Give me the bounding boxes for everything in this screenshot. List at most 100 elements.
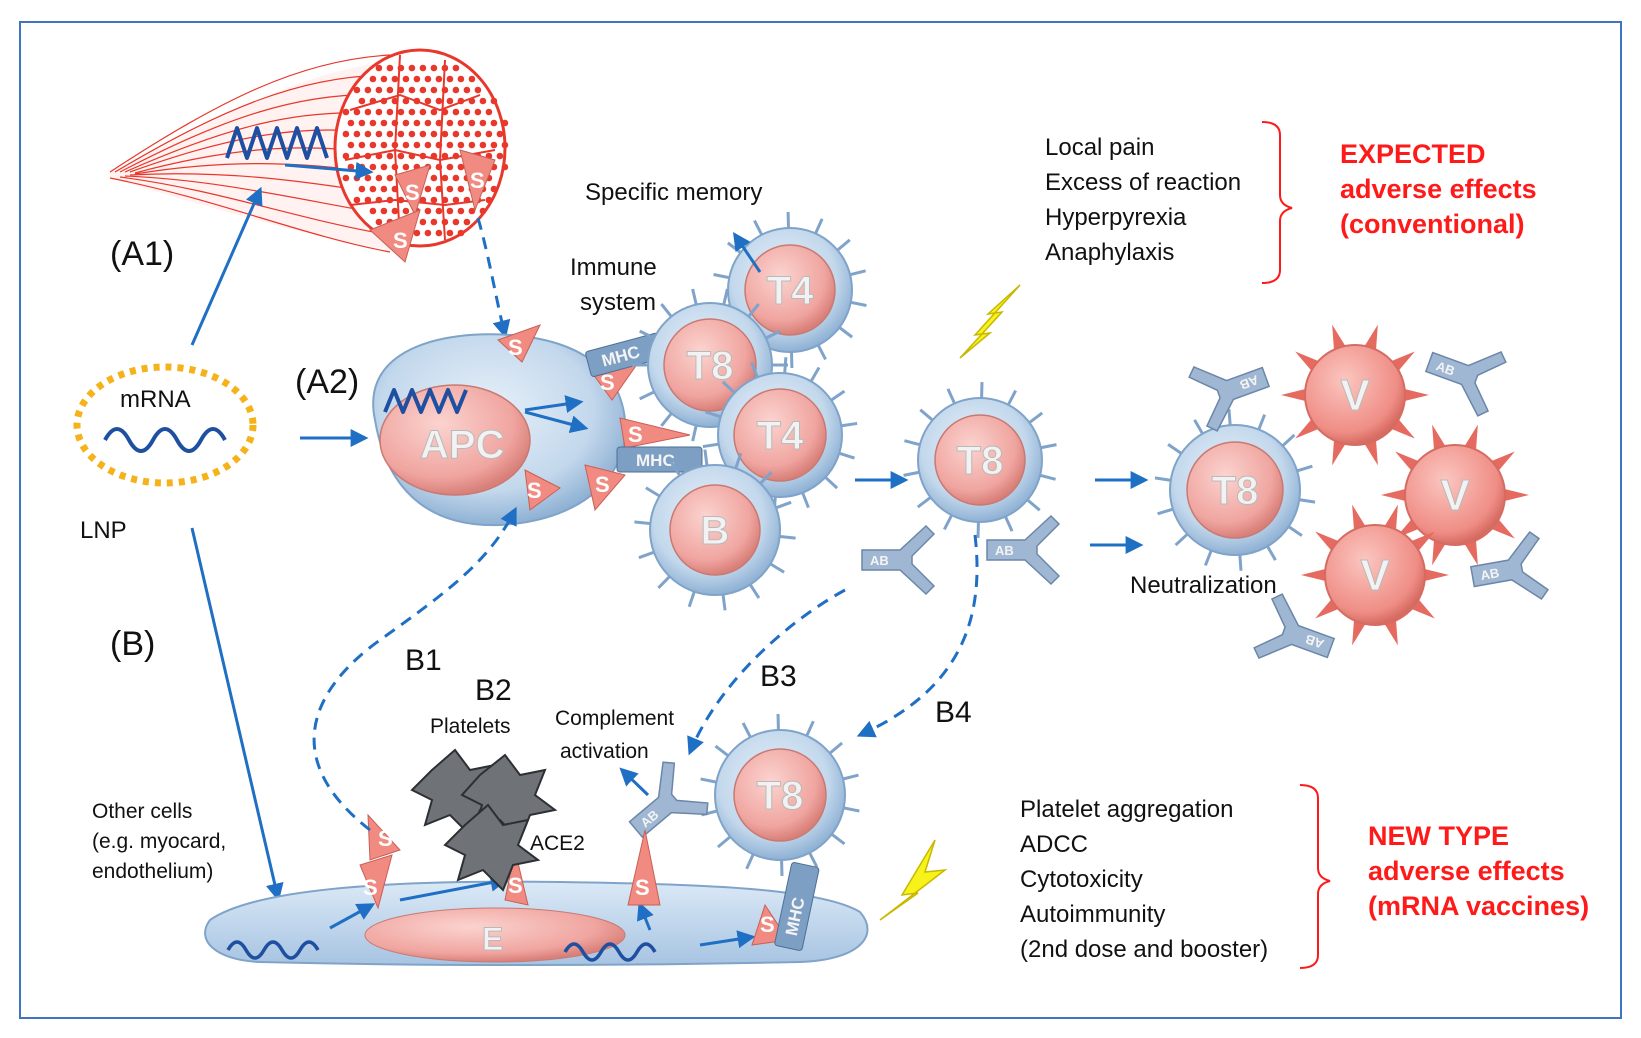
antibody-top-left: AB bbox=[1188, 365, 1271, 432]
spike-protein-group-muscle: S S S bbox=[369, 149, 496, 263]
spike-protein-group-apc: S S S S S bbox=[497, 324, 691, 512]
spike-label: S bbox=[405, 180, 420, 205]
spike-label: S bbox=[508, 873, 523, 898]
t4-cell-middle: T4 bbox=[702, 357, 858, 513]
expected-effect-item: Hyperpyrexia bbox=[1045, 204, 1187, 231]
antibody-center: AB bbox=[986, 514, 1061, 586]
complement-label-line2: activation bbox=[560, 740, 649, 763]
pathway-b-label: (B) bbox=[110, 625, 155, 663]
dashed-arrow-muscle-to-apc bbox=[476, 217, 511, 339]
spike-protein-group-endothelium: S S S S S bbox=[359, 813, 789, 946]
expected-heading: EXPECTED adverse effects (conventional) bbox=[1340, 139, 1537, 239]
antibody-left: AB bbox=[861, 524, 936, 596]
pathway-b2-label: B2 bbox=[475, 674, 512, 707]
virus-bottom: V bbox=[1301, 504, 1449, 646]
platelet-cluster bbox=[410, 748, 558, 892]
other-cells-label-line1: Other cells bbox=[92, 800, 192, 823]
antibody-label: AB bbox=[870, 553, 889, 568]
spike-label: S bbox=[635, 875, 650, 900]
spike-label: S bbox=[363, 875, 378, 900]
arrow-to-memory bbox=[732, 232, 762, 273]
spike-label: S bbox=[595, 472, 610, 497]
b-cell: B bbox=[634, 449, 796, 611]
expected-heading-line: adverse effects bbox=[1340, 174, 1537, 204]
mrna-wave-endothelium-1 bbox=[226, 940, 320, 960]
arrow-b bbox=[190, 527, 284, 902]
expected-effect-item: Anaphylaxis bbox=[1045, 239, 1174, 266]
new-effect-item: (2nd dose and booster) bbox=[1020, 936, 1268, 963]
virus-right-label: V bbox=[1440, 471, 1470, 520]
pathway-a2-label: (A2) bbox=[295, 363, 359, 401]
dashed-arrow-b3 bbox=[687, 588, 846, 756]
new-heading-line: adverse effects bbox=[1368, 856, 1565, 886]
platelets-label: Platelets bbox=[430, 715, 511, 738]
virus-right: V bbox=[1381, 424, 1529, 566]
expected-bracket bbox=[1261, 121, 1293, 284]
antibody-label: AB bbox=[995, 543, 1014, 558]
virus-bottom-label: V bbox=[1360, 551, 1390, 600]
antibody-label: AB bbox=[1479, 565, 1500, 583]
muscle-bundle bbox=[109, 48, 509, 253]
mrna-wave-endothelium-2 bbox=[563, 942, 657, 962]
mrna-wave-lnp bbox=[103, 427, 227, 453]
other-cells-label-line2: (e.g. myocard, bbox=[92, 830, 226, 853]
t4-cell-top-label: T4 bbox=[767, 269, 814, 313]
t8-cell-activated-label: T8 bbox=[957, 439, 1004, 483]
antibody-label: AB bbox=[1238, 372, 1261, 393]
mhc-label: MHC bbox=[636, 451, 675, 470]
lightning-bolt-expected bbox=[959, 284, 1021, 359]
lnp-particle: mRNA bbox=[73, 363, 257, 487]
expected-effect-item: Local pain bbox=[1045, 134, 1154, 161]
new-heading-line: NEW TYPE bbox=[1368, 821, 1509, 851]
virus-top-label: V bbox=[1340, 371, 1370, 420]
ace2-label: ACE2 bbox=[530, 832, 585, 855]
t8-cell-cluster-label: T8 bbox=[687, 344, 734, 388]
spike-label: S bbox=[378, 826, 393, 851]
expected-effect-item: Excess of reaction bbox=[1045, 169, 1241, 196]
apc-label: APC bbox=[420, 423, 504, 467]
t8-cell-activated: T8 bbox=[903, 381, 1057, 539]
spike-label: S bbox=[527, 478, 542, 503]
neutralization-label: Neutralization bbox=[1130, 572, 1277, 599]
expected-effects-list: Local pain Excess of reaction Hyperpyrex… bbox=[1045, 134, 1241, 266]
mhc-molecule: MHC bbox=[616, 446, 703, 473]
new-effects-list: Platelet aggregation ADCC Cytotoxicity A… bbox=[1020, 796, 1268, 963]
expected-heading-line: (conventional) bbox=[1340, 209, 1525, 239]
endothelial-nucleus-label: E bbox=[482, 921, 503, 957]
frame bbox=[19, 21, 1622, 1019]
specific-memory-label: Specific memory bbox=[585, 179, 762, 206]
t4-cell-middle-label: T4 bbox=[757, 414, 804, 458]
dashed-arrow-b4 bbox=[856, 534, 979, 738]
arrow-a1 bbox=[190, 186, 263, 346]
new-effect-item: Autoimmunity bbox=[1020, 901, 1165, 928]
spike-label: S bbox=[393, 228, 408, 253]
new-effect-item: Cytotoxicity bbox=[1020, 866, 1143, 893]
new-effect-item: ADCC bbox=[1020, 831, 1088, 858]
spike-label: S bbox=[600, 370, 615, 395]
immune-system-label-line1: Immune bbox=[570, 254, 657, 281]
immune-system-label-line2: system bbox=[580, 289, 656, 316]
t8-cell-neutralization: T8 bbox=[1154, 409, 1316, 571]
spike-label: S bbox=[508, 335, 523, 360]
lnp-label: LNP bbox=[80, 517, 127, 544]
pathway-a1-label: (A1) bbox=[110, 235, 174, 273]
apc-cell: APC bbox=[372, 333, 627, 527]
antibody-label: AB bbox=[1303, 631, 1326, 652]
new-effect-item: Platelet aggregation bbox=[1020, 796, 1234, 823]
mrna-wave-muscle bbox=[225, 126, 329, 160]
spike-label: S bbox=[470, 168, 485, 193]
expected-heading-line: EXPECTED bbox=[1340, 139, 1486, 169]
pathway-b1-label: B1 bbox=[405, 644, 442, 677]
mrna-wave-apc bbox=[383, 388, 468, 414]
pathway-b4-label: B4 bbox=[935, 696, 972, 729]
arrow-to-complement bbox=[619, 767, 650, 797]
dashed-arrow-b1 bbox=[312, 506, 517, 832]
endothelial-cell: E bbox=[204, 873, 869, 966]
antibody-complement: AB bbox=[628, 761, 709, 839]
new-effects-heading: NEW TYPE adverse effects (mRNA vaccines) bbox=[1368, 821, 1589, 921]
virus-top: V bbox=[1281, 324, 1429, 466]
b-cell-label: B bbox=[701, 509, 730, 553]
spike-label: S bbox=[628, 422, 643, 447]
spike-label: S bbox=[760, 912, 775, 937]
lightning-bolt-new bbox=[879, 839, 948, 921]
